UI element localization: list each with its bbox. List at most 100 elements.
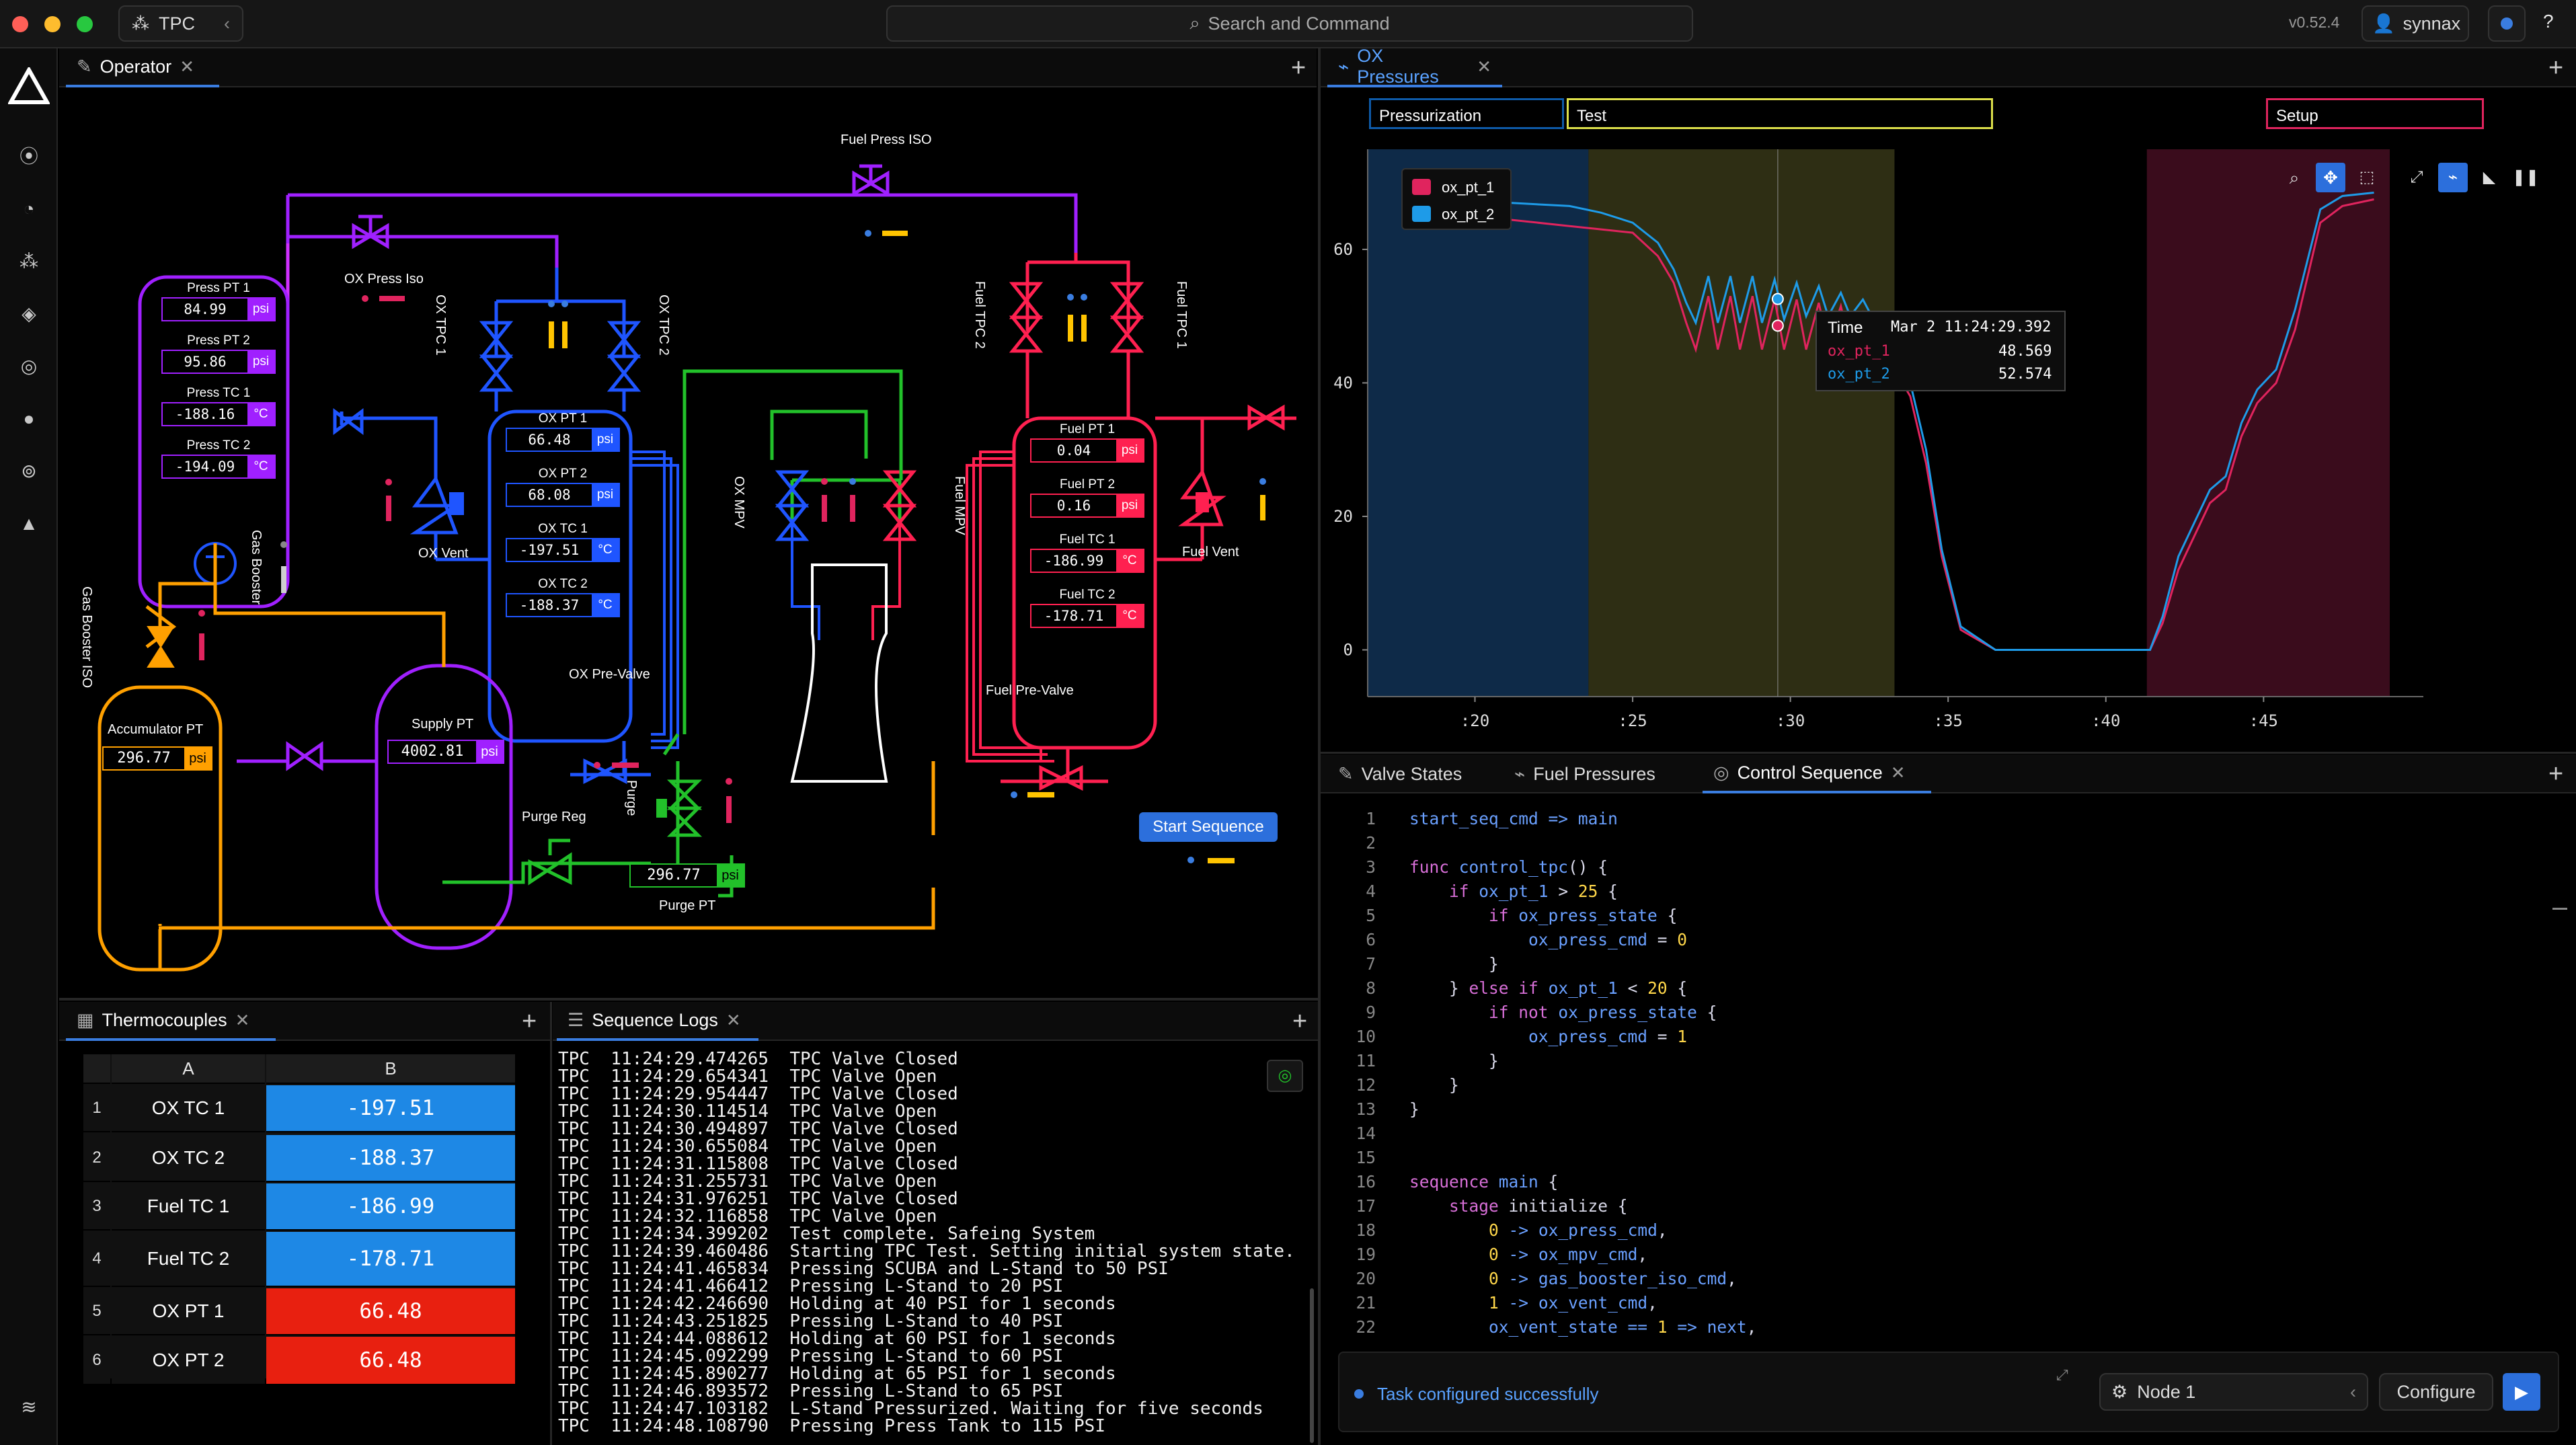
add-tab-button[interactable]: + [2548,760,2564,788]
row-value[interactable]: -186.99 [266,1183,515,1231]
tab-fuel-pressures[interactable]: ⌁ Fuel Pressures [1504,754,1699,793]
code-line[interactable]: start_seq_cmd => main [1409,809,1618,828]
users-icon[interactable]: ● [23,408,35,429]
row-number[interactable]: 1 [83,1085,110,1132]
row-value[interactable]: 66.48 [266,1337,515,1385]
add-tab-button[interactable]: + [1292,1007,1308,1036]
expand-icon[interactable]: ⤢ [2056,1366,2068,1383]
row-name[interactable]: OX PT 2 [112,1337,265,1385]
code-line[interactable]: 0 -> gas_booster_iso_cmd, [1489,1269,1737,1288]
row-value[interactable]: -188.37 [266,1135,515,1182]
node-selector[interactable]: ⚙ Node 1 ‹ [2099,1373,2368,1411]
plot-legend[interactable]: ox_pt_1 ox_pt_2 [1401,168,1512,230]
channels-icon[interactable]: ⁂ [19,251,38,272]
row-number[interactable]: 3 [83,1183,110,1231]
tab-ox-pressures[interactable]: ⌁ OX Pressures ✕ [1327,46,1502,87]
log-scrollbar[interactable] [1310,1288,1314,1443]
add-tab-button[interactable]: + [522,1007,537,1036]
connection-status[interactable] [2488,5,2526,42]
play-icon[interactable]: ▶ [2503,1373,2540,1411]
code-line[interactable]: } [1409,1075,1459,1095]
tab-control-sequence[interactable]: ◎ Control Sequence ✕ [1703,754,1931,793]
add-tab-button[interactable]: + [2548,54,2564,82]
code-line[interactable]: if ox_pt_1 > 25 { [1449,882,1618,901]
select-icon[interactable]: ⬚ [2359,168,2375,186]
fit-icon[interactable]: ⤢ [2410,168,2423,186]
log-live-toggle-icon[interactable]: ◎ [1267,1060,1303,1092]
close-icon[interactable]: ✕ [1477,56,1491,77]
code-line[interactable]: } [1409,1051,1499,1070]
tab-operator[interactable]: ✎ Operator ✕ [66,48,219,87]
legend-swatch-ox-pt-1 [1412,179,1431,195]
code-line[interactable]: } [1409,954,1499,974]
code-line[interactable]: if ox_press_state { [1489,906,1678,925]
row-value[interactable]: -178.71 [266,1232,515,1287]
code-line[interactable]: 1 -> ox_vent_cmd, [1489,1293,1657,1313]
row-name[interactable]: Fuel TC 2 [112,1232,265,1287]
row-number[interactable]: 4 [83,1232,110,1287]
row-name[interactable]: OX TC 2 [112,1135,265,1182]
code-line[interactable]: ox_press_cmd = 1 [1528,1027,1688,1046]
range-label-test[interactable]: Test [1567,98,1993,129]
ontology-icon[interactable]: ◎ [20,356,38,377]
code-line[interactable]: 0 -> ox_press_cmd, [1489,1220,1668,1240]
help-button[interactable]: ? [2543,11,2554,32]
tab-thermocouples[interactable]: ▦ Thermocouples ✕ [66,1002,276,1041]
range-icon[interactable]: ◔ [23,198,35,219]
cursor-point-ox-pt-1 [1771,319,1784,332]
close-icon[interactable]: ✕ [726,1009,741,1030]
row-value[interactable]: 66.48 [266,1288,515,1335]
code-line[interactable]: ox_press_cmd = 0 [1528,930,1688,949]
code-line[interactable]: } [1409,1099,1419,1119]
workspace-icon[interactable]: ◈ [22,303,36,324]
code-line[interactable]: ox_vent_state == 1 => next, [1489,1317,1757,1337]
code-line[interactable]: sequence main { [1409,1172,1559,1192]
row-number[interactable]: 2 [83,1135,110,1182]
add-tab-button[interactable]: + [1291,54,1306,82]
row-name[interactable]: Fuel TC 1 [112,1183,265,1231]
bottom-right-tabbar: ✎ Valve States ⌁ Fuel Pressures ◎ Contro… [1321,754,2576,793]
row-number[interactable]: 6 [83,1337,110,1385]
synnax-logo-icon[interactable] [8,67,50,105]
range-label-setup[interactable]: Setup [2266,98,2484,129]
code-line[interactable]: stage initialize { [1449,1196,1628,1216]
tooltip-toggle-icon[interactable]: ⌁ [2438,163,2468,192]
code-line[interactable] [1409,1146,2539,1170]
hardware-icon[interactable]: ⦿ [19,146,38,167]
close-icon[interactable]: ✕ [1890,762,1906,783]
tab-valve-states[interactable]: ✎ Valve States [1327,754,1489,793]
code-editor[interactable]: start_seq_cmd => main func control_tpc() … [1409,807,2539,1338]
minimize-window-button[interactable] [44,16,61,32]
measure-icon[interactable]: ◣ [2483,168,2496,186]
search-bar[interactable]: ⌕ Search and Command [886,5,1693,42]
user-menu[interactable]: 👤synnax [2362,5,2469,42]
code-line[interactable]: } else if ox_pt_1 < 20 { [1409,978,1688,998]
schematic-icon[interactable]: ≋ [21,1397,37,1417]
close-icon[interactable]: ✕ [235,1009,250,1030]
row-name[interactable]: OX PT 1 [112,1288,265,1335]
notifications-icon[interactable]: ▲ [19,513,38,534]
row-number[interactable]: 5 [83,1288,110,1335]
devices-icon[interactable]: ⊚ [21,461,37,481]
column-header-a[interactable]: A [112,1054,265,1084]
column-header-b[interactable]: B [266,1054,515,1084]
configure-button[interactable]: Configure [2379,1373,2493,1411]
zoom-icon[interactable]: ⌕ [2289,167,2300,188]
close-icon[interactable]: ✕ [180,56,194,77]
close-window-button[interactable] [12,16,28,32]
code-line[interactable] [1409,1122,2539,1146]
row-name[interactable]: OX TC 1 [112,1085,265,1132]
row-value[interactable]: -197.51 [266,1085,515,1132]
range-label-pressurization[interactable]: Pressurization [1369,98,1564,129]
code-line[interactable]: func control_tpc() { [1409,857,1608,877]
pause-icon[interactable]: ❚❚ [2511,168,2540,186]
code-line[interactable]: 0 -> ox_mpv_cmd, [1489,1245,1648,1264]
code-line[interactable]: if not ox_press_state { [1489,1003,1717,1022]
tab-sequence-logs[interactable]: ☰ Sequence Logs ✕ [557,1002,758,1041]
start-sequence-button[interactable]: Start Sequence [1139,812,1278,842]
pan-icon[interactable]: ✥ [2316,163,2345,192]
workspace-selector[interactable]: ⁂ TPC ‹ [118,5,243,42]
code-line[interactable] [1409,831,2539,855]
maximize-window-button[interactable] [77,16,93,32]
